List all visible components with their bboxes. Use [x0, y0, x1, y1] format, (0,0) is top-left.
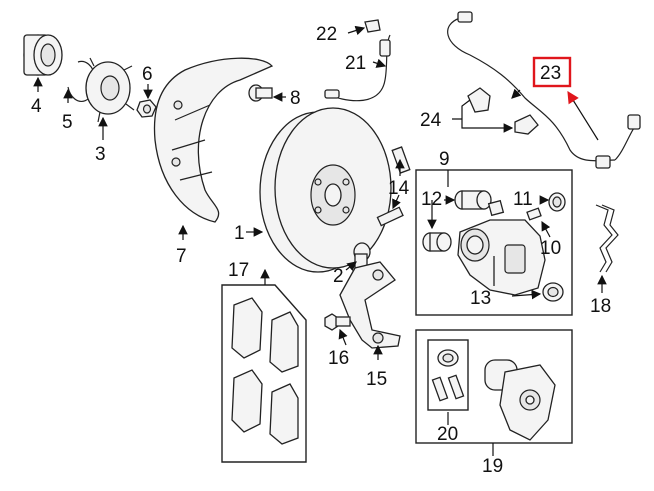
- callout-10: 10: [540, 238, 561, 259]
- pad-clip: [595, 204, 619, 273]
- callout-24: 24: [420, 110, 442, 131]
- caliper-pistons: [422, 190, 505, 252]
- callout-18: 18: [590, 296, 611, 317]
- callout-17: 17: [228, 260, 249, 281]
- callout-15: 15: [366, 369, 387, 390]
- callout-7: 7: [176, 246, 187, 267]
- callout-13: 13: [470, 288, 491, 309]
- callout-21: 21: [345, 53, 366, 74]
- callout-22: 22: [316, 24, 337, 45]
- sensor-brackets: [467, 87, 539, 135]
- callout-1: 1: [234, 223, 245, 244]
- callout-23: 23: [540, 63, 561, 84]
- seal-kit: [431, 349, 465, 402]
- abs-sensor-harness: [447, 11, 641, 169]
- motor-box: [415, 329, 573, 444]
- pads-box: [221, 284, 307, 463]
- callout-11: 11: [513, 189, 533, 210]
- caliper-bracket: [339, 261, 401, 349]
- callout-8: 8: [290, 88, 301, 109]
- callout-5: 5: [62, 112, 73, 133]
- bracket-bolt: [324, 313, 351, 331]
- wheel-hub: [85, 57, 135, 123]
- highlight-arrow: [567, 90, 599, 141]
- splash-shield: [153, 57, 274, 223]
- callout-9: 9: [439, 149, 450, 170]
- parking-brake-motor: [484, 359, 556, 441]
- callout-12: 12: [421, 189, 442, 210]
- wheel-bearing: [23, 34, 63, 76]
- callout-19: 19: [482, 456, 503, 477]
- callout-2: 2: [333, 266, 344, 287]
- seal-kit-box: [427, 339, 469, 411]
- callout-20: 20: [437, 424, 458, 445]
- brake-pads: [231, 297, 299, 445]
- hub-nut: [136, 99, 157, 118]
- wear-sensor: [324, 19, 391, 102]
- callout-16: 16: [328, 348, 349, 369]
- callout-14: 14: [388, 178, 410, 199]
- callout-4: 4: [31, 96, 42, 117]
- caliper-assembly: [457, 219, 546, 296]
- leader-lines: [33, 25, 607, 456]
- callout-3: 3: [95, 144, 106, 165]
- highlight-box: [532, 56, 572, 88]
- brake-rotor: [259, 107, 392, 273]
- caliper-bolt: [353, 242, 371, 269]
- caliper-box: [415, 169, 573, 316]
- callout-6: 6: [142, 64, 153, 85]
- shield-bolt: [248, 84, 273, 102]
